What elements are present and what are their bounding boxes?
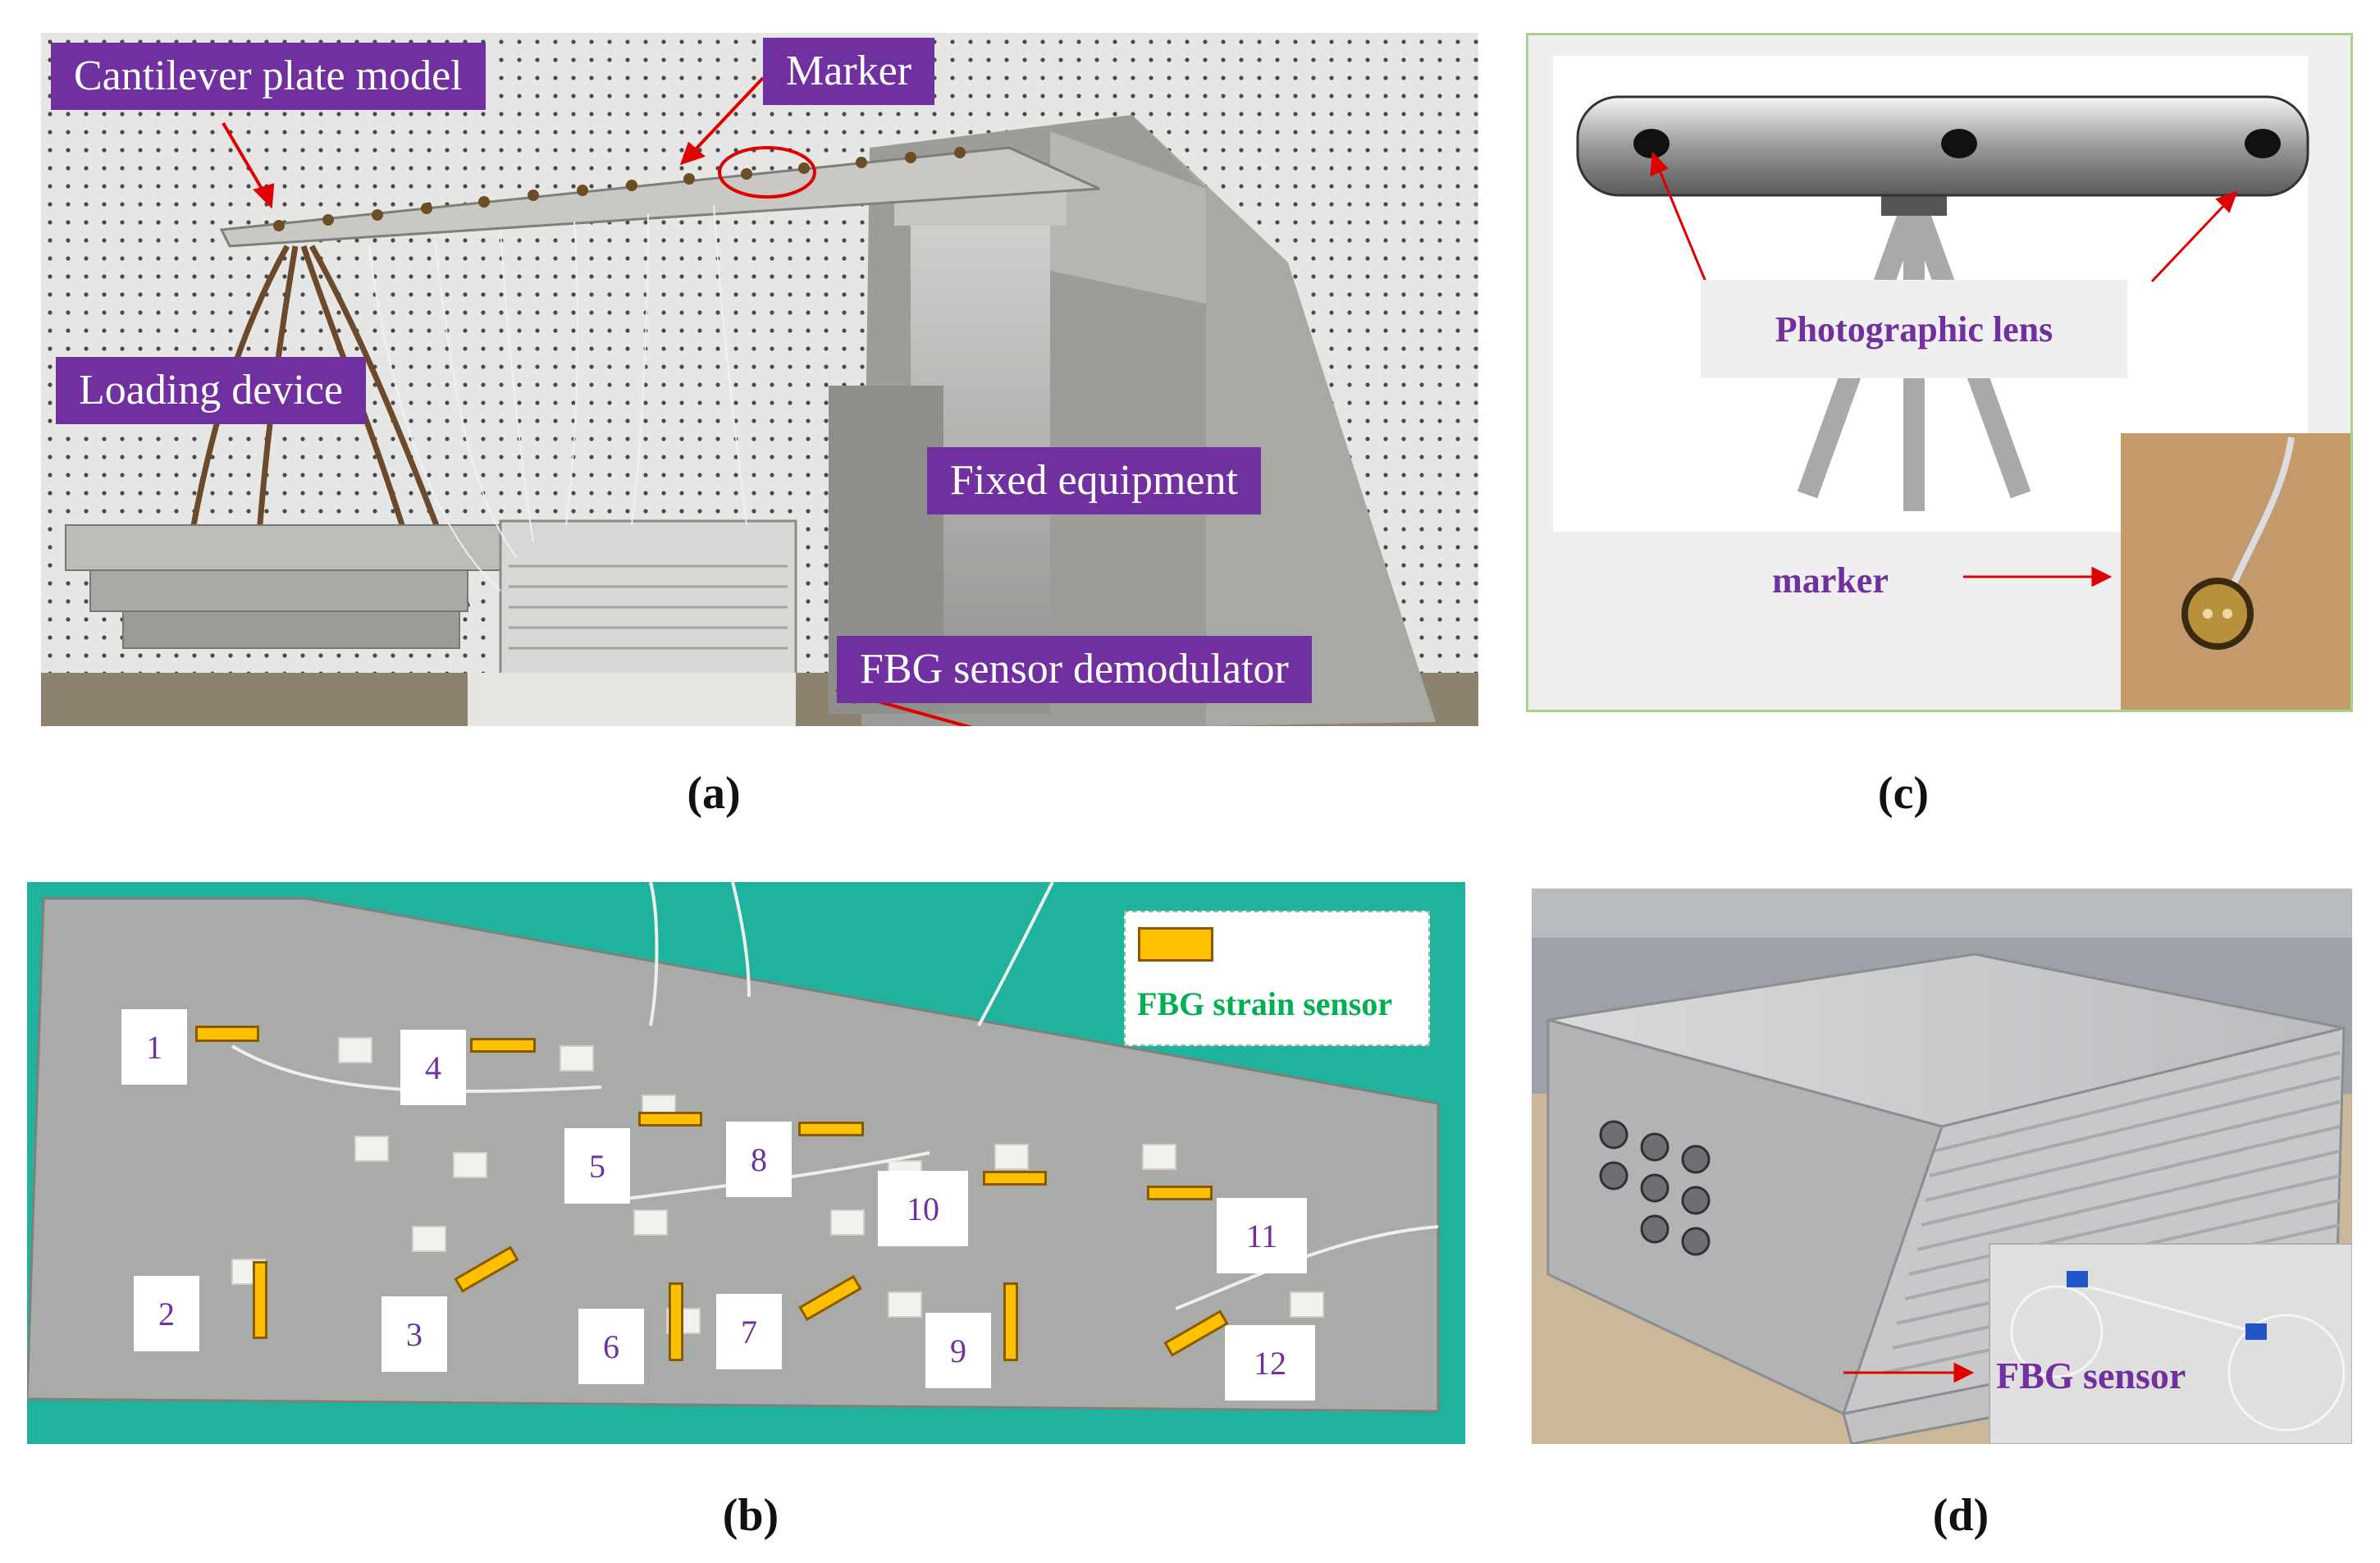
marker-photo-label: marker: [1744, 534, 1916, 626]
panel-c-photo: Photographic lens marker: [1526, 33, 2353, 712]
sensor-number-10: 10: [878, 1171, 968, 1246]
fbg-sensor-label: FBG sensor: [1996, 1355, 2186, 1396]
legend-swatch: [1138, 927, 1213, 962]
sensor-number-2: 2: [134, 1276, 199, 1351]
sensor-number-11: 11: [1217, 1198, 1307, 1273]
sensor-bar-8: [798, 1122, 864, 1136]
sensor-number-3: 3: [381, 1296, 447, 1372]
sensor-bar-9: [1003, 1282, 1018, 1361]
marker-label: Marker: [763, 38, 935, 106]
panel-a-photo: Cantilever plate model Marker Loading de…: [41, 33, 1478, 726]
panel-d-scene: [1532, 889, 2352, 1444]
panel-b-photo: FBG strain sensor 1 2 3 4 5 6 7 8 9 10 1…: [27, 882, 1465, 1444]
sensor-bar-1: [195, 1026, 259, 1042]
photographic-lens-label: Photographic lens: [1701, 280, 2127, 378]
sensor-bar-6: [669, 1282, 683, 1361]
caption-c: (c): [1877, 768, 1930, 819]
sensor-bar-5: [638, 1112, 702, 1127]
sensor-bar-4: [470, 1038, 536, 1053]
sensor-number-1: 1: [121, 1009, 187, 1085]
caption-b: (b): [722, 1490, 779, 1541]
caption-d: (d): [1932, 1490, 1989, 1541]
legend-label: FBG strain sensor: [1137, 985, 1393, 1022]
sensor-bar-10: [983, 1171, 1047, 1186]
sensor-number-4: 4: [400, 1030, 466, 1105]
sensor-bar-2: [253, 1261, 267, 1339]
demodulator-label: FBG sensor demodulator: [837, 636, 1312, 704]
sensor-number-5: 5: [564, 1128, 630, 1204]
sensor-bar-11: [1147, 1186, 1213, 1200]
sensor-number-9: 9: [925, 1313, 991, 1388]
loading-device-label: Loading device: [56, 357, 366, 425]
panel-d-photo: FBG sensor: [1532, 889, 2352, 1444]
sensor-number-12: 12: [1225, 1325, 1315, 1401]
sensor-number-8: 8: [726, 1122, 792, 1197]
fixed-equipment-label: Fixed equipment: [927, 447, 1261, 515]
sensor-number-6: 6: [578, 1309, 644, 1384]
caption-a: (a): [687, 768, 741, 819]
legend-box: FBG strain sensor: [1124, 911, 1430, 1046]
cantilever-plate-label: Cantilever plate model: [51, 43, 486, 111]
sensor-number-7: 7: [716, 1294, 782, 1369]
